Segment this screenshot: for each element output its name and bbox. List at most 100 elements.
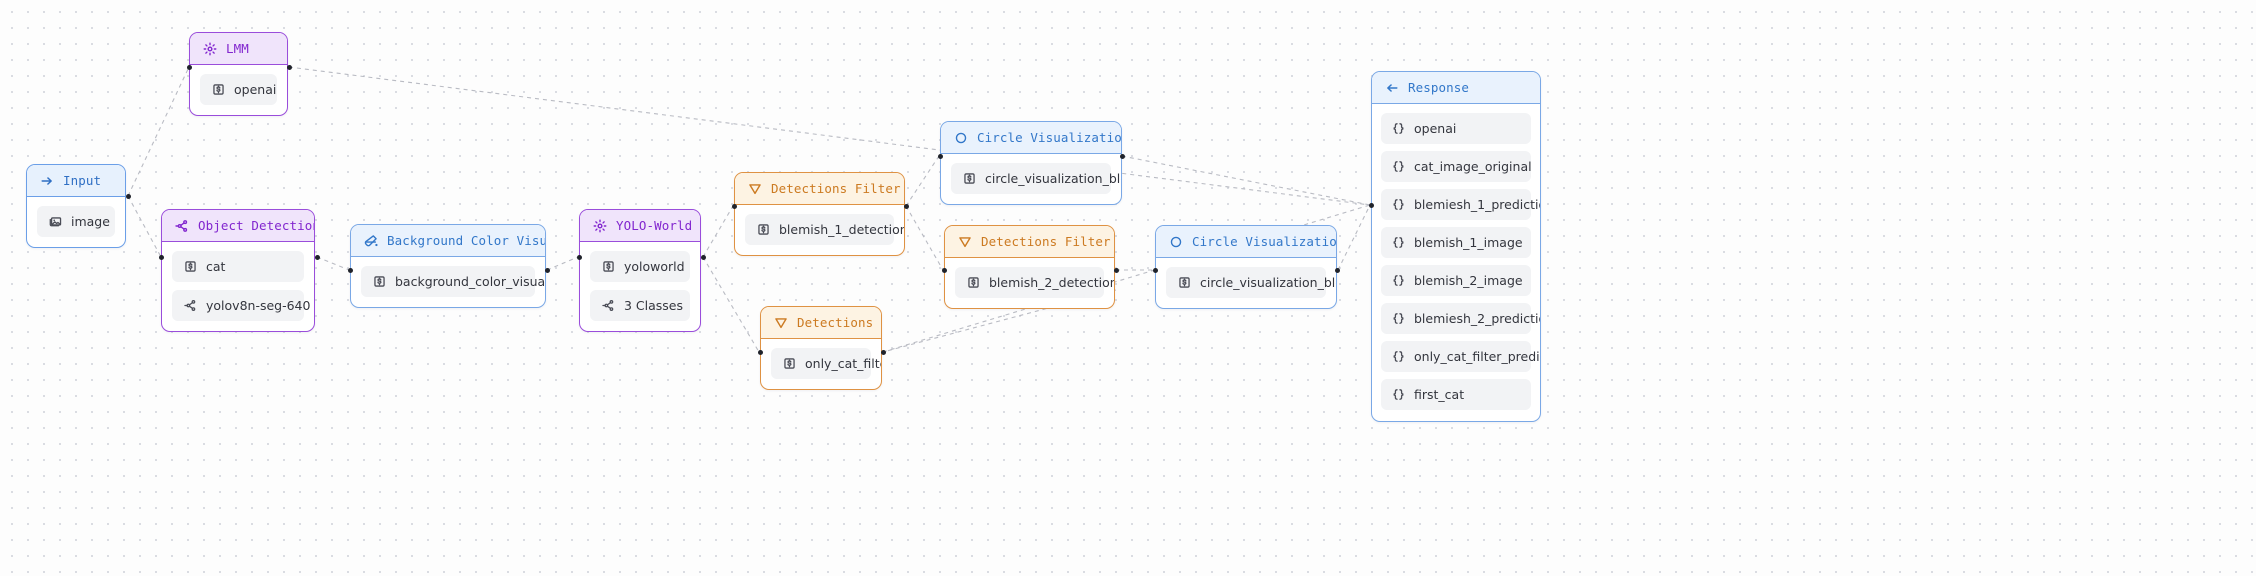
node-header-detections-filter-only-cat[interactable]: Detections Filter (761, 307, 881, 339)
node-circle-visualization-1[interactable]: Circle Visualization circle_visualization… (940, 121, 1122, 205)
node-field[interactable]: yoloworld (590, 251, 690, 282)
port-input-out[interactable] (126, 194, 131, 199)
braces-icon (1392, 198, 1405, 211)
node-field-label: openai (1414, 121, 1457, 136)
node-field[interactable]: blemiesh_1_predictions (1381, 189, 1540, 220)
node-field-label: blemish_2_detections_filter (989, 275, 1114, 290)
node-response[interactable]: Response openai cat_image_original blemiesh… (1371, 71, 1541, 422)
node-field[interactable]: first_cat (1381, 379, 1531, 410)
node-header-object-detection-model[interactable]: Object Detection Model (162, 210, 314, 242)
node-title: Background Color Visualization (387, 233, 545, 248)
node-field[interactable]: openai (200, 74, 277, 105)
node-header-lmm[interactable]: LMM (190, 33, 287, 65)
node-title: Response (1408, 80, 1470, 95)
node-header-background-color-visualization[interactable]: Background Color Visualization (351, 225, 545, 257)
dollar-box-icon (967, 276, 980, 289)
node-body-detections-filter-only-cat: only_cat_filter (761, 339, 881, 389)
port-lmm-out[interactable] (287, 65, 292, 70)
node-body-circle-visualization-1: circle_visualization_blemish_1 (941, 154, 1121, 204)
edge-input-to-lmm (127, 66, 190, 197)
braces-icon (1392, 274, 1405, 287)
edge-input-to-object_detection_model (127, 195, 162, 258)
node-field-label: blemish_2_image (1414, 273, 1523, 288)
node-header-circle-visualization-1[interactable]: Circle Visualization (941, 122, 1121, 154)
node-background-color-visualization[interactable]: Background Color Visualization background… (350, 224, 546, 308)
node-field-label: yolov8n-seg-640 (206, 298, 311, 313)
port-yolo-world-in[interactable] (577, 255, 582, 260)
dollar-box-icon (373, 275, 386, 288)
dollar-box-icon (1178, 276, 1191, 289)
node-field[interactable]: background_color_visualization (361, 266, 545, 297)
node-field[interactable]: blemish_2_detections_filter (955, 267, 1114, 298)
filter-icon (748, 182, 762, 196)
port-yolo-world-out[interactable] (701, 255, 706, 260)
port-detections-filter-1-in[interactable] (732, 204, 737, 209)
braces-icon (1392, 122, 1405, 135)
port-detections-filter-2-in[interactable] (942, 268, 947, 273)
node-detections-filter-only-cat[interactable]: Detections Filter only_cat_filter (760, 306, 882, 390)
node-field[interactable]: circle_visualization_blemish_2 (1166, 267, 1336, 298)
port-detections-filter-2-out[interactable] (1114, 268, 1119, 273)
port-background-color-viz-out[interactable] (545, 268, 550, 273)
node-header-yolo-world-model[interactable]: YOLO-World Model (580, 210, 700, 242)
node-field[interactable]: only_cat_filter (771, 348, 881, 379)
node-field[interactable]: 3 Classes (590, 290, 690, 321)
node-title: Object Detection Model (198, 218, 315, 233)
node-title: Detections Filter (771, 181, 901, 196)
edge-object_detection_model-to-background_color_visualization (316, 256, 350, 271)
node-object-detection-model[interactable]: Object Detection Model cat yolov8n-seg-640 (161, 209, 315, 332)
port-only-cat-filter-in[interactable] (758, 350, 763, 355)
port-circle-viz-2-in[interactable] (1153, 268, 1158, 273)
node-detections-filter-blemish-1[interactable]: Detections Filter blemish_1_detections_fi… (734, 172, 905, 256)
paint-icon (364, 234, 378, 248)
edge-detections_filter_blemish_1-to-circle_visualization_1 (905, 155, 940, 207)
node-field[interactable]: cat_image_original (1381, 151, 1532, 182)
braces-icon (1392, 350, 1405, 363)
node-field[interactable]: cat (172, 251, 304, 282)
node-field[interactable]: image (37, 206, 115, 237)
circle-icon (1169, 235, 1183, 249)
node-title: Circle Visualization (977, 130, 1122, 145)
port-object-detection-out[interactable] (315, 255, 320, 260)
node-body-lmm: openai (190, 65, 287, 115)
port-background-color-viz-in[interactable] (348, 268, 353, 273)
node-header-detections-filter-blemish-2[interactable]: Detections Filter (945, 226, 1114, 258)
port-circle-viz-2-out[interactable] (1335, 268, 1340, 273)
circle-icon (954, 131, 968, 145)
node-header-detections-filter-blemish-1[interactable]: Detections Filter (735, 173, 904, 205)
port-circle-viz-1-out[interactable] (1120, 154, 1125, 159)
node-circle-visualization-2[interactable]: Circle Visualization circle_visualization… (1155, 225, 1337, 309)
port-lmm-in[interactable] (187, 65, 192, 70)
node-field-label: only_cat_filter (805, 356, 881, 371)
node-yolo-world-model[interactable]: YOLO-World Model yoloworld 3 Classes (579, 209, 701, 332)
gear-icon (203, 42, 217, 56)
node-header-input[interactable]: Input (27, 165, 125, 197)
port-object-detection-in[interactable] (159, 255, 164, 260)
braces-icon (1392, 312, 1405, 325)
node-field[interactable]: blemish_2_image (1381, 265, 1531, 296)
node-field[interactable]: yolov8n-seg-640 (172, 290, 310, 321)
node-field-label: first_cat (1414, 387, 1465, 402)
node-field[interactable]: blemish_1_image (1381, 227, 1531, 258)
filter-icon (958, 235, 972, 249)
node-field-label: blemish_1_image (1414, 235, 1523, 250)
node-field-label: 3 Classes (624, 298, 684, 313)
node-field[interactable]: blemish_1_detections_filter (745, 214, 904, 245)
node-input[interactable]: Input image (26, 164, 126, 248)
node-field[interactable]: only_cat_filter_predictions (1381, 341, 1540, 372)
node-title: YOLO-World Model (616, 218, 700, 233)
node-title: Input (63, 173, 102, 188)
node-field[interactable]: circle_visualization_blemish_1 (951, 163, 1121, 194)
port-circle-viz-1-in[interactable] (938, 154, 943, 159)
port-detections-filter-1-out[interactable] (904, 204, 909, 209)
port-response-in[interactable] (1369, 203, 1374, 208)
node-field[interactable]: openai (1381, 113, 1531, 144)
node-detections-filter-blemish-2[interactable]: Detections Filter blemish_2_detections_fi… (944, 225, 1115, 309)
node-header-response[interactable]: Response (1372, 72, 1540, 104)
node-body-detections-filter-blemish-2: blemish_2_detections_filter (945, 258, 1114, 308)
port-only-cat-filter-out[interactable] (881, 350, 886, 355)
node-lmm[interactable]: LMM openai (189, 32, 288, 116)
node-header-circle-visualization-2[interactable]: Circle Visualization (1156, 226, 1336, 258)
node-field[interactable]: blemiesh_2_predictions (1381, 303, 1540, 334)
